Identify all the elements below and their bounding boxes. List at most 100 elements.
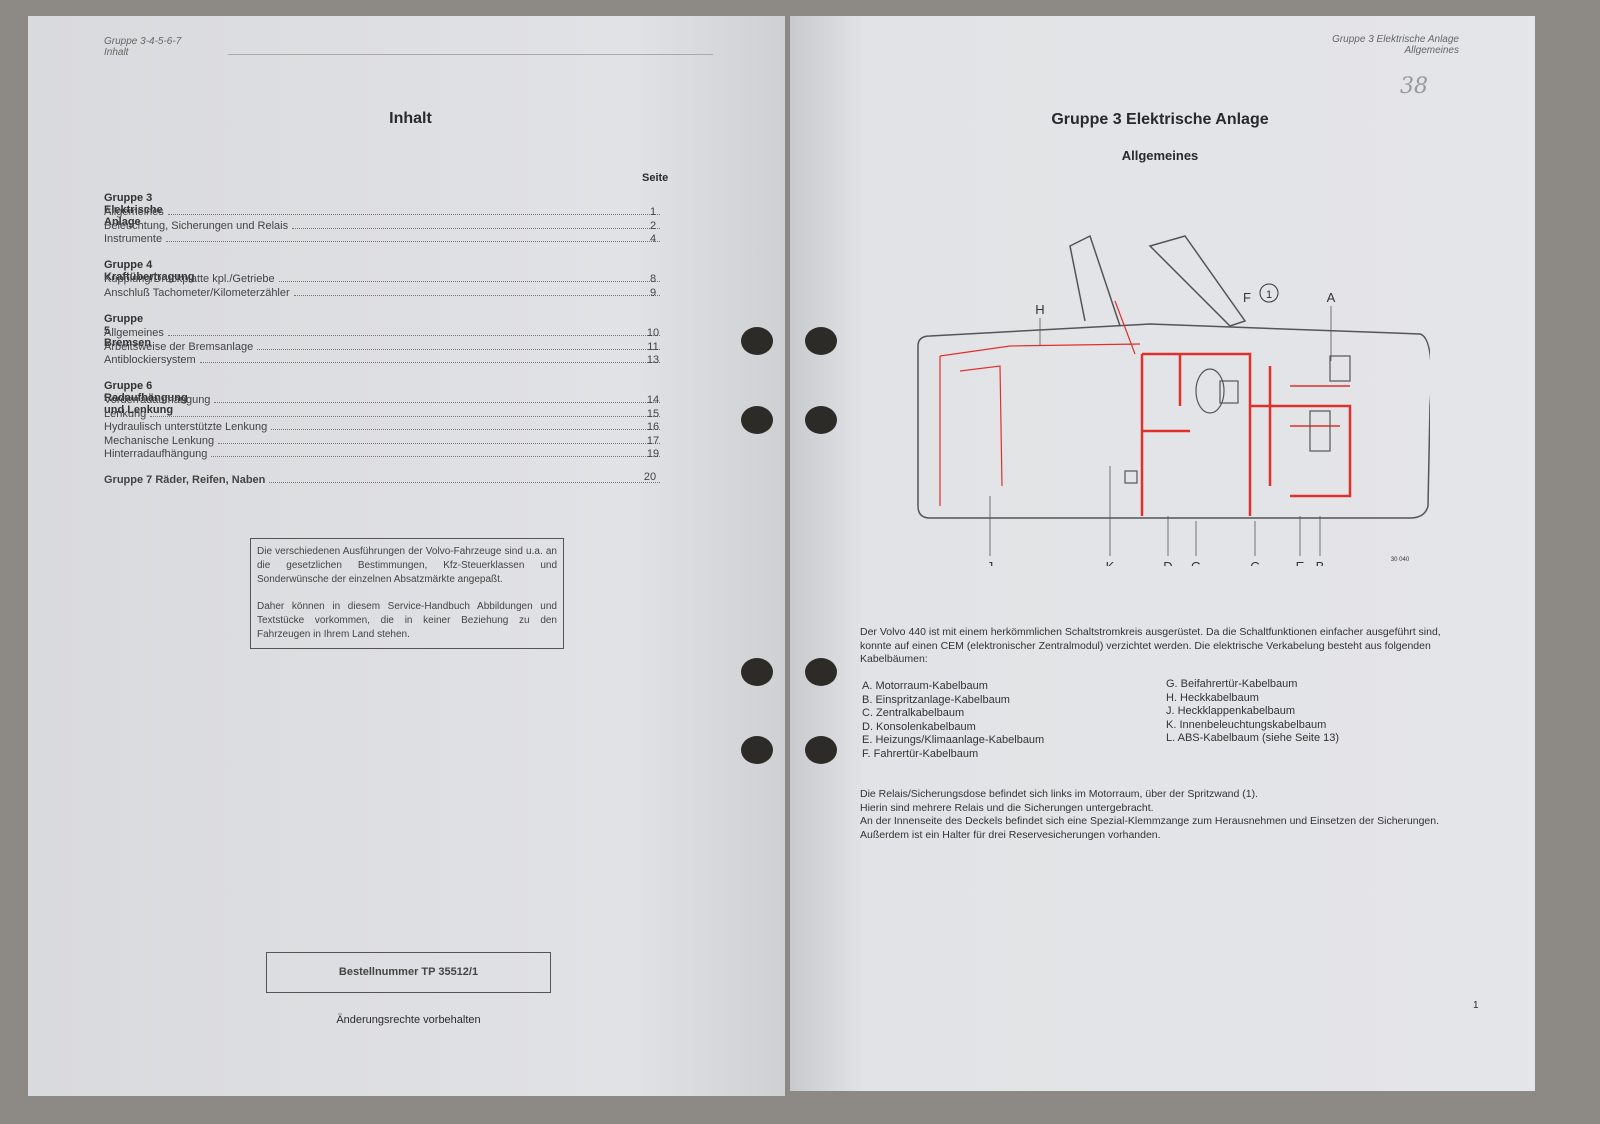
page-number: 1 xyxy=(1473,1000,1479,1011)
label-1: 1 xyxy=(1266,289,1272,301)
toc-group-heading: Gruppe 6 Radaufhängung und Lenkung xyxy=(104,380,188,416)
leader-dots xyxy=(269,474,660,483)
relay-line: Außerdem ist ein Halter für drei Reserve… xyxy=(860,828,1161,841)
toc-entry-label: Instrumente xyxy=(104,233,163,245)
toc-entry-label: Anschluß Tachometer/Kilometerzähler xyxy=(104,286,290,299)
label-g: G xyxy=(1191,559,1201,566)
toc-entry: Instrumente xyxy=(104,233,664,245)
label-e: E xyxy=(1296,559,1305,566)
leader-dots xyxy=(167,327,660,336)
relay-line: Hierin sind mehrere Relais und die Siche… xyxy=(860,801,1154,814)
toc-entry: Allgemeines xyxy=(104,206,664,218)
leader-dots xyxy=(293,287,660,296)
leader-dots xyxy=(271,421,660,430)
toc-entry: Anschluß Tachometer/Kilometerzähler xyxy=(104,287,664,299)
toc-group-heading: Gruppe 3 Elektrische Anlage xyxy=(104,192,163,228)
handwritten-note: 38 xyxy=(1400,74,1428,99)
toc-entry: Antiblockiersystem xyxy=(104,354,664,366)
toc-page-number: 8 xyxy=(649,273,657,285)
harness-item: K. Innenbeleuchtungskabelbaum xyxy=(1166,718,1327,731)
leader-dots xyxy=(292,220,660,229)
section-subtitle: Allgemeines xyxy=(1121,148,1199,163)
toc-entry: Vorderradaufhängung xyxy=(104,394,664,406)
toc-entry-label: Hydraulisch unterstützte Lenkung xyxy=(104,421,268,433)
toc-entry-label: Mechanische Lenkung xyxy=(104,434,215,447)
toc-group-heading: Gruppe 4 Kraftübertragung xyxy=(104,259,195,283)
harness-item: J. Heckklappenkabelbaum xyxy=(1166,705,1296,717)
label-a: A xyxy=(1327,290,1336,305)
toc-entry-label: Gruppe 7 Räder, Reifen, Naben xyxy=(104,474,266,486)
toc-entry: Arbeitsweise der Bremsanlage xyxy=(104,341,664,353)
toc-entry-label: Beleuchtung, Sicherungen und Relais xyxy=(104,219,289,232)
header-rule xyxy=(228,54,713,55)
toc-entry: Beleuchtung, Sicherungen und Relais xyxy=(104,220,664,232)
notice-text: Daher können in diesem Service-Handbuch … xyxy=(257,601,557,640)
label-f: F xyxy=(1243,290,1251,305)
relay-paragraph: Die Relais/Sicherungsdose befindet sich … xyxy=(860,788,1480,842)
toc-page-number: 2 xyxy=(649,219,657,232)
toc-page-number: 1 xyxy=(649,206,657,218)
punch-hole xyxy=(805,658,837,686)
toc-entry-label: Allgemeines xyxy=(104,327,164,339)
toc-page-number: 15 xyxy=(646,407,660,420)
punch-hole xyxy=(741,736,773,764)
leader-dots xyxy=(199,354,660,363)
toc-page-number: 11 xyxy=(647,340,659,353)
car-body-outline xyxy=(917,323,1430,519)
label-d: D xyxy=(1163,559,1172,566)
toc-page-number: 14 xyxy=(646,394,660,406)
toc-entry: Kupplung/Druckplatte kpl./Getriebe xyxy=(104,273,664,285)
harness-item: H. Heckkabelbaum xyxy=(1166,691,1259,704)
toc-entry-label: Allgemeines xyxy=(104,206,164,218)
label-j: J xyxy=(987,559,994,566)
harness-item: C. Zentralkabelbaum xyxy=(862,707,965,719)
leader-dots xyxy=(166,233,660,242)
harness-item: F. Fahrertür-Kabelbaum xyxy=(862,747,979,760)
punch-hole xyxy=(741,327,773,355)
leader-dots xyxy=(218,435,660,444)
intro-paragraph: Der Volvo 440 ist mit einem herkömmliche… xyxy=(860,626,1441,665)
toc-entry-label: Hinterradaufhängung xyxy=(104,448,208,460)
toc-page-number: 16 xyxy=(646,421,660,433)
toc-entry-label: Antiblockiersystem xyxy=(104,354,196,366)
notice-text: Die verschiedenen Ausführungen der Volvo… xyxy=(257,546,557,585)
open-door-right xyxy=(1148,235,1247,327)
harness-item: E. Heizungs/Klimaanlage-Kabelbaum xyxy=(862,734,1045,746)
label-b: B xyxy=(1316,559,1325,566)
toc-page-number: 9 xyxy=(649,286,657,299)
toc-entry-label: Kupplung/Druckplatte kpl./Getriebe xyxy=(104,273,275,285)
seite-label: Seite xyxy=(642,172,669,184)
punch-hole xyxy=(805,736,837,764)
toc-entry-label: Vorderradaufhängung xyxy=(104,394,211,406)
toc-entry: Lenkung xyxy=(104,408,664,420)
notice-box: Die verschiedenen Ausführungen der Volvo… xyxy=(250,538,564,649)
toc-page-number: 13 xyxy=(646,354,660,366)
harness-item: G. Beifahrertür-Kabelbaum xyxy=(1166,678,1298,690)
toc-group-7: Gruppe 7 Räder, Reifen, Naben xyxy=(104,474,664,486)
toc-page-number: 17 xyxy=(646,434,660,447)
relay-line: Die Relais/Sicherungsdose befindet sich … xyxy=(860,788,1259,800)
relay-line: An der Innenseite des Deckels befindet s… xyxy=(860,815,1440,827)
toc-entry: Allgemeines xyxy=(104,327,664,339)
leader-dots xyxy=(257,341,660,350)
footer-note: Änderungsrechte vorbehalten xyxy=(336,1014,481,1026)
harness-item: B. Einspritzanlage-Kabelbaum xyxy=(862,693,1010,706)
open-door-left xyxy=(1069,234,1121,327)
punch-hole xyxy=(805,327,837,355)
punch-hole xyxy=(741,658,773,686)
toc-page-number: 20 xyxy=(643,471,657,483)
page-title: Inhalt xyxy=(389,110,432,127)
toc-entry-label: Lenkung xyxy=(104,407,147,420)
toc-page-number: 4 xyxy=(649,233,657,245)
toc-entry: Hydraulisch unterstützte Lenkung xyxy=(104,421,664,433)
label-h: H xyxy=(1035,302,1044,317)
label-c: C xyxy=(1250,559,1259,566)
harness-item: L. ABS-Kabelbaum (siehe Seite 13) xyxy=(1166,732,1340,744)
harness-item: D. Konsolenkabelbaum xyxy=(862,720,976,733)
